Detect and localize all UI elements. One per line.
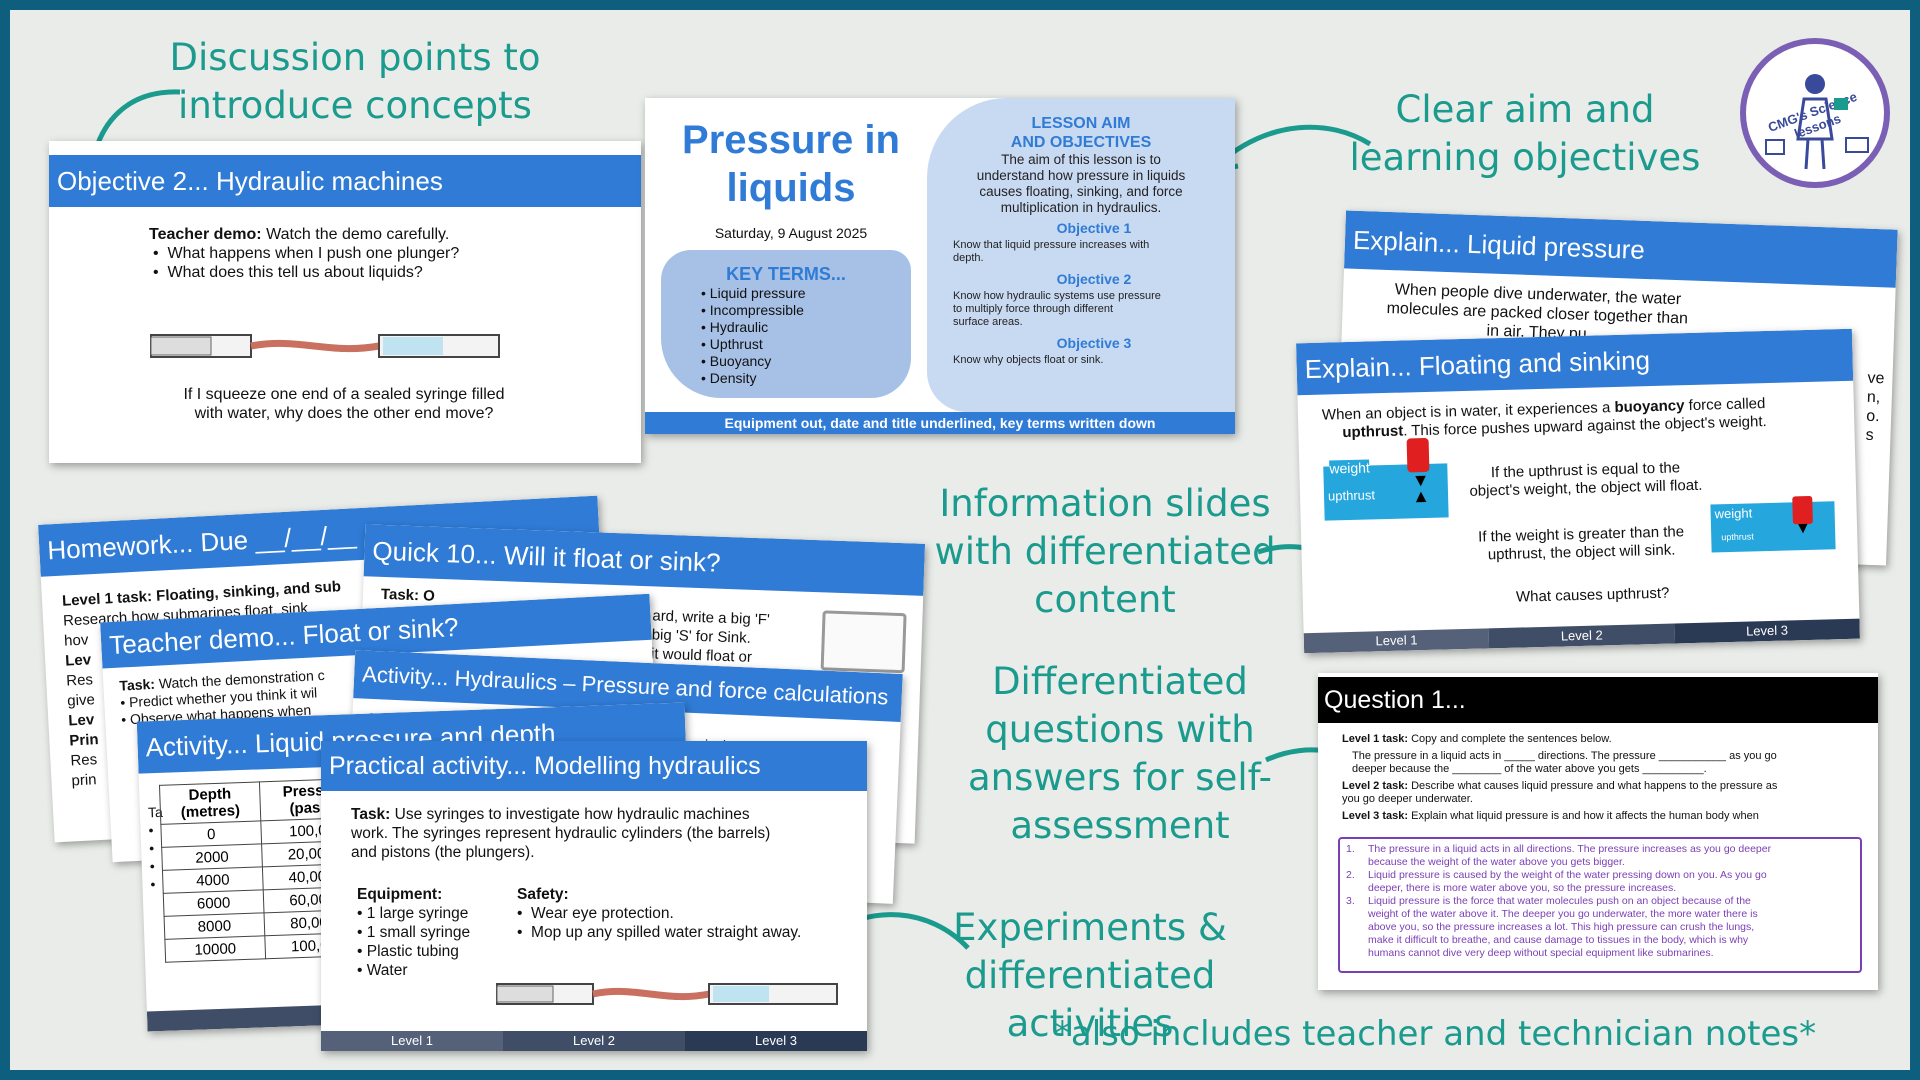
key-terms-list: • Liquid pressure • Incompressible • Hyd… [701, 285, 806, 386]
level-bar: Level 1 Level 2 Level 3 [1303, 618, 1860, 654]
teacher-figure-icon [1765, 74, 1869, 170]
key-terms-heading: KEY TERMS... [726, 264, 846, 284]
callout-aim: Clear aim and learning objectives [1349, 88, 1701, 179]
answer-1: 1.The pressure in a liquid acts in all d… [1346, 843, 1772, 868]
slide-question-1: Question 1... Level 1 task: Copy and com… [1318, 673, 1878, 990]
lesson-date: Saturday, 9 August 2025 [714, 225, 868, 241]
red-block-icon [1406, 437, 1430, 473]
aim-heading: LESSON AIM AND OBJECTIVES [1010, 115, 1152, 151]
upthrust-label: upthrust [1721, 531, 1754, 543]
slide-objective-2: Objective 2... Hydraulic machines Teache… [49, 141, 641, 463]
objective-2: Objective 2 Know how hydraulic systems u… [953, 271, 1161, 328]
objective-1: Objective 1 Know that liquid pressure in… [953, 220, 1150, 264]
sink-text: If the weight is greater than the upthru… [1477, 523, 1685, 564]
slide-title: Practical activity... Modelling hydrauli… [321, 741, 867, 791]
arrow-down-icon: ▼ [1794, 519, 1812, 538]
arrow-up-icon: ▲ [1411, 485, 1431, 507]
aim-text: The aim of this lesson is to understand … [976, 152, 1186, 215]
answer-3: 3.Liquid pressure is the force that wate… [1346, 895, 1758, 959]
weight-label: weight [1329, 459, 1370, 477]
sink-diagram: weight upthrust ▼ [1710, 495, 1836, 553]
slide-title: Objective 2... Hydraulic machines [49, 155, 641, 207]
callout-discussion: Discussion points to introduce concepts [169, 36, 541, 127]
quick10-task: ard, write a big 'F' big 'S' for Sink. i… [650, 607, 771, 666]
slide-title-lesson: Pressure in liquids Saturday, 9 August 2… [645, 98, 1235, 434]
floating-question: What causes upthrust? [1515, 584, 1670, 606]
level-bar: Level 1 Level 2 Level 3 [321, 1031, 867, 1051]
safety-list: Safety: • Wear eye protection. • Mop up … [517, 886, 802, 941]
callout-experiments: Experiments & differentiated activities [953, 906, 1227, 1045]
callout-notes: *also includes teacher and technician no… [1053, 1014, 1817, 1054]
cmg-logo: CMG's Science lessons [1740, 38, 1890, 188]
objective-3: Objective 3 Know why objects float or si… [953, 335, 1132, 366]
float-diagram: weight upthrust ▼ ▲ [1323, 437, 1449, 521]
syringe-diagram [496, 983, 838, 1005]
slide-practical-hydraulics: Practical activity... Modelling hydrauli… [321, 741, 867, 1051]
title-footer: Equipment out, date and title underlined… [645, 412, 1235, 434]
aim-panel: LESSON AIM AND OBJECTIVES The aim of thi… [927, 98, 1235, 412]
demo-question: If I squeeze one end of a sealed syringe… [183, 386, 505, 422]
syringe-diagram [150, 334, 500, 358]
answers-box: 1.The pressure in a liquid acts in all d… [1338, 837, 1862, 973]
upthrust-label: upthrust [1327, 487, 1376, 504]
slide-title: Explain... Liquid pressure [1344, 210, 1898, 288]
lesson-title: Pressure in liquids [682, 118, 900, 210]
answer-2: 2.Liquid pressure is caused by the weigh… [1346, 869, 1767, 894]
liquid-pressure-edge: ve n, o. s [1865, 369, 1885, 445]
key-terms-box: KEY TERMS... • Liquid pressure • Incompr… [661, 250, 911, 398]
demo-text: Teacher demo: Watch the demo carefully. … [149, 226, 460, 281]
float-text: If the upthrust is equal to the object's… [1469, 459, 1703, 500]
weight-label: weight [1714, 505, 1753, 522]
slide-title: Question 1... [1318, 677, 1878, 723]
quick10-lines: Task: O [380, 585, 436, 605]
callout-info: Information slides with differentiated c… [934, 482, 1276, 621]
slide-floating-sinking: Explain... Floating and sinking When an … [1296, 328, 1860, 654]
callout-questions: Differentiated questions with answers fo… [968, 660, 1272, 847]
practical-task: Task: Use syringes to investigate how hy… [351, 806, 771, 861]
whiteboard-icon [820, 610, 907, 674]
promo-canvas: Discussion points to introduce concepts … [10, 10, 1910, 1070]
slide-title: Quick 10... Will it float or sink? [363, 524, 926, 596]
equipment-list: Equipment: • 1 large syringe • 1 small s… [357, 886, 471, 979]
question-tasks: Level 1 task: Copy and complete the sent… [1342, 733, 1778, 822]
floating-intro: When an object is in water, it experienc… [1321, 395, 1767, 442]
